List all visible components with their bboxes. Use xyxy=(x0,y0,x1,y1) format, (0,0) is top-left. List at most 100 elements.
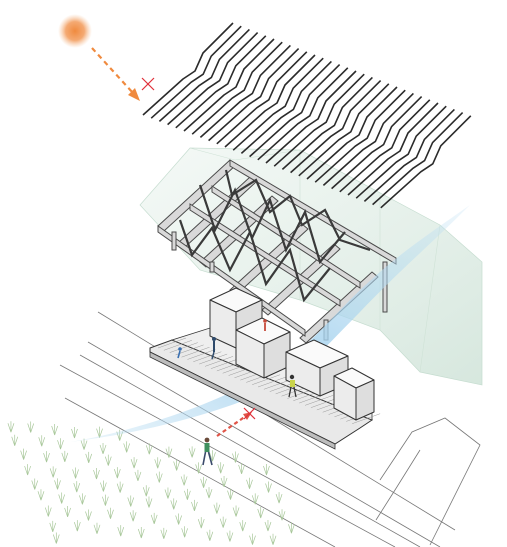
sun-icon xyxy=(58,14,92,48)
rice-plant xyxy=(160,527,168,539)
rice-plant xyxy=(72,467,79,479)
rice-plant xyxy=(173,459,180,471)
rice-plant xyxy=(164,487,172,499)
rice-plant xyxy=(20,448,27,460)
rice-plant xyxy=(145,496,153,508)
rice-plant xyxy=(227,488,234,500)
rice-plant xyxy=(195,462,202,474)
rice-plant xyxy=(213,502,221,514)
sun-ray-arrow xyxy=(91,47,140,101)
rice-plant xyxy=(188,446,196,458)
deck-board xyxy=(257,376,287,388)
rice-plant xyxy=(206,529,214,541)
blocked-x-icon xyxy=(243,407,256,420)
roof-slat xyxy=(306,86,398,180)
rice-plant xyxy=(123,441,131,453)
rice-plant xyxy=(137,526,145,539)
timber-frame xyxy=(157,159,397,344)
roof-slat xyxy=(232,57,324,151)
rice-plant xyxy=(154,457,162,469)
roof-slat xyxy=(183,38,275,132)
rice-plant xyxy=(226,530,234,542)
roof-slat xyxy=(257,67,349,161)
roof-slat xyxy=(322,92,414,186)
rice-plant xyxy=(57,438,64,450)
rice-plant xyxy=(246,477,253,489)
rice-plant xyxy=(79,493,86,505)
deck-board xyxy=(210,358,240,369)
rice-plant xyxy=(251,493,259,505)
rice-plant xyxy=(175,513,182,525)
rice-plant xyxy=(27,421,35,433)
visitor-red xyxy=(263,319,267,331)
roof-slat xyxy=(339,99,431,193)
rice-plant xyxy=(43,451,50,463)
rice-plant xyxy=(263,464,270,476)
rice-plant xyxy=(99,442,107,455)
rice-plant xyxy=(64,505,71,518)
roof-slat xyxy=(191,41,283,135)
rice-plant xyxy=(155,471,163,483)
rice-plant xyxy=(170,498,178,510)
rice-plant xyxy=(52,532,60,544)
visitor-blue xyxy=(177,347,182,359)
deck-board xyxy=(163,340,192,351)
roof-slat xyxy=(265,70,357,164)
rice-plant xyxy=(31,478,39,490)
roof-slat xyxy=(199,44,291,138)
volume-3 xyxy=(285,339,349,397)
rice-plant xyxy=(127,495,135,507)
roof-slat xyxy=(208,48,300,142)
roof-slat xyxy=(142,22,234,116)
building-volumes xyxy=(209,287,375,421)
roof-slat xyxy=(273,73,365,167)
rice-plant xyxy=(130,457,138,469)
rice-plant xyxy=(44,505,52,517)
rice-plant xyxy=(275,492,283,504)
rice-plant xyxy=(104,454,112,466)
deck-board xyxy=(157,337,187,349)
roof-slat xyxy=(224,54,316,148)
deck-board xyxy=(193,351,222,363)
rice-plant xyxy=(116,481,124,493)
rice-plant xyxy=(165,446,173,458)
rice-plant xyxy=(85,509,92,521)
deck-board xyxy=(352,413,381,424)
rice-plant xyxy=(150,512,158,525)
roof-slat xyxy=(158,28,250,122)
deck-board xyxy=(181,346,210,358)
volume-4 xyxy=(333,367,375,421)
roof-slat xyxy=(380,115,472,209)
rice-plant xyxy=(142,485,150,497)
deck-board xyxy=(175,344,204,356)
deck-board xyxy=(252,374,281,385)
rice-plant xyxy=(113,467,121,479)
rice-plant xyxy=(197,517,205,529)
roof-slat xyxy=(240,60,332,154)
roof-slat xyxy=(290,80,382,174)
rice-plant xyxy=(134,469,142,482)
roof-slat xyxy=(355,105,447,199)
roof-slat xyxy=(150,25,242,119)
rice-plant xyxy=(73,520,81,532)
rice-plant xyxy=(61,450,69,463)
roof-slat xyxy=(175,35,267,129)
rice-plant xyxy=(7,421,15,433)
rice-plant xyxy=(184,488,191,500)
roof-slat xyxy=(363,108,455,202)
rice-plant xyxy=(71,427,78,439)
roof-slat xyxy=(347,102,439,196)
blocked-x-icon xyxy=(141,77,155,91)
roof-slat xyxy=(298,83,390,177)
rice-plant xyxy=(238,462,245,475)
rice-plant xyxy=(24,464,31,476)
roof-slat xyxy=(249,64,341,158)
rice-plant xyxy=(51,424,58,436)
rice-plant xyxy=(265,481,272,493)
rice-plant xyxy=(249,533,256,545)
rice-plant xyxy=(232,505,240,517)
rice-plant xyxy=(93,522,101,534)
rice-plant xyxy=(181,526,188,538)
rice-plant xyxy=(37,489,45,501)
